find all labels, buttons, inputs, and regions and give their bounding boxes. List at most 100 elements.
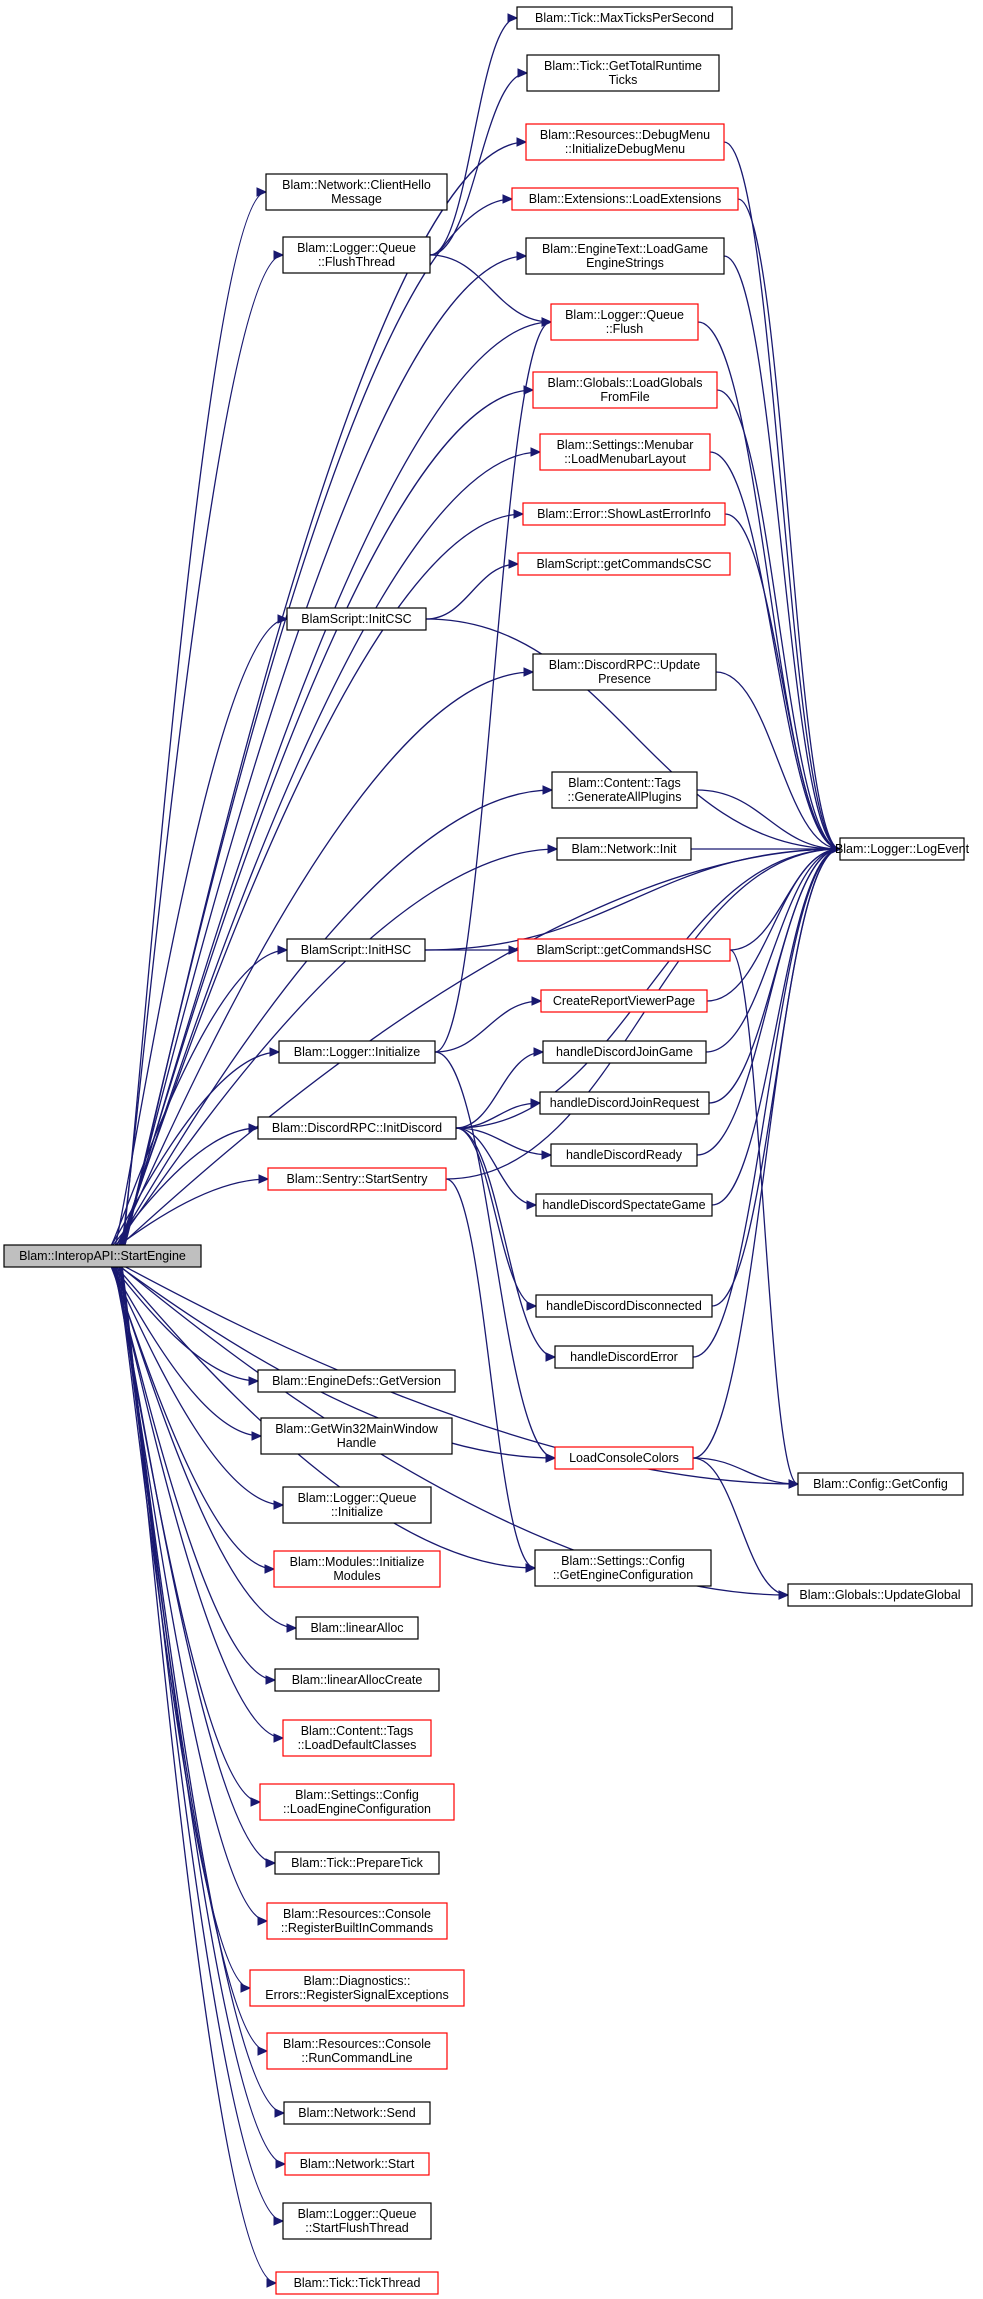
node-mtps[interactable]: Blam::Tick::MaxTicksPerSecond bbox=[516, 6, 733, 30]
node-lcc[interactable]: LoadConsoleColors bbox=[554, 1446, 694, 1470]
edge-icsc-logev bbox=[425, 618, 841, 850]
node-fthread-box bbox=[282, 236, 431, 274]
node-rbc-label-0: Blam::Resources::Console bbox=[283, 1907, 431, 1921]
edge-lglob-logev bbox=[716, 389, 841, 850]
node-nstart[interactable]: Blam::Network::Start bbox=[284, 2152, 430, 2176]
node-lec-label-1: ::LoadEngineConfiguration bbox=[283, 1802, 431, 1816]
node-crvp-label-0: CreateReportViewerPage bbox=[553, 994, 695, 1008]
node-hdsg[interactable]: handleDiscordSpectateGame bbox=[535, 1193, 713, 1217]
node-lac-label-0: Blam::linearAllocCreate bbox=[292, 1673, 423, 1687]
node-gecfg-label-0: Blam::Settings::Config bbox=[561, 1554, 685, 1568]
node-dupd-label-0: Blam::DiscordRPC::Update bbox=[549, 658, 700, 672]
node-menubar[interactable]: Blam::Settings::Menubar::LoadMenubarLayo… bbox=[539, 433, 711, 471]
arrowhead-start-lglob bbox=[523, 385, 535, 395]
node-flush-label-1: ::Flush bbox=[606, 322, 644, 336]
node-rbc[interactable]: Blam::Resources::Console::RegisterBuiltI… bbox=[266, 1902, 448, 1940]
node-rse[interactable]: Blam::Diagnostics::Errors::RegisterSigna… bbox=[249, 1969, 465, 2007]
node-slei-box bbox=[522, 502, 726, 526]
arrowhead-start-icsc bbox=[277, 614, 289, 624]
arrowhead-start-lac bbox=[265, 1675, 277, 1685]
node-qinit[interactable]: Blam::Logger::Queue::Initialize bbox=[282, 1486, 432, 1524]
node-w32-label-1: Handle bbox=[337, 1436, 377, 1450]
node-ugl[interactable]: Blam::Globals::UpdateGlobal bbox=[787, 1583, 973, 1607]
node-gecfg-box bbox=[534, 1549, 712, 1587]
node-gcfg[interactable]: Blam::Config::GetConfig bbox=[797, 1472, 964, 1496]
node-fthread[interactable]: Blam::Logger::Queue::FlushThread bbox=[282, 236, 431, 274]
node-hdr[interactable]: handleDiscordReady bbox=[550, 1143, 698, 1167]
node-dinit[interactable]: Blam::DiscordRPC::InitDiscord bbox=[257, 1116, 457, 1140]
node-gccsc[interactable]: BlamScript::getCommandsCSC bbox=[517, 552, 731, 576]
node-rbc-box bbox=[266, 1902, 448, 1940]
node-hde[interactable]: handleDiscordError bbox=[554, 1345, 694, 1369]
node-hdd[interactable]: handleDiscordDisconnected bbox=[535, 1294, 713, 1318]
node-gap[interactable]: Blam::Content::Tags::GenerateAllPlugins bbox=[551, 771, 698, 809]
node-lec[interactable]: Blam::Settings::Config::LoadEngineConfig… bbox=[259, 1783, 455, 1821]
arrowhead-sentry-gecfg bbox=[525, 1563, 537, 1573]
node-logev[interactable]: Blam::Logger::LogEvent bbox=[835, 837, 970, 861]
node-flush[interactable]: Blam::Logger::Queue::Flush bbox=[550, 303, 699, 341]
node-icsc[interactable]: BlamScript::InitCSC bbox=[286, 607, 427, 631]
node-lges-label-1: EngineStrings bbox=[586, 256, 664, 270]
arrowhead-lcc-gcfg bbox=[788, 1479, 800, 1489]
node-ldc[interactable]: Blam::Content::Tags::LoadDefaultClasses bbox=[282, 1719, 432, 1757]
arrowhead-linit-crvp bbox=[531, 996, 543, 1006]
node-loadext[interactable]: Blam::Extensions::LoadExtensions bbox=[511, 187, 739, 211]
node-start[interactable]: Blam::InteropAPI::StartEngine bbox=[3, 1244, 202, 1268]
node-qinit-box bbox=[282, 1486, 432, 1524]
node-sft[interactable]: Blam::Logger::Queue::StartFlushThread bbox=[282, 2202, 432, 2240]
node-gver[interactable]: Blam::EngineDefs::GetVersion bbox=[257, 1369, 456, 1393]
node-rcl[interactable]: Blam::Resources::Console::RunCommandLine bbox=[266, 2032, 448, 2070]
edge-hde-logev bbox=[692, 848, 841, 1358]
node-lac[interactable]: Blam::linearAllocCreate bbox=[274, 1668, 440, 1692]
edge-hdsg-logev bbox=[711, 848, 841, 1206]
node-la[interactable]: Blam::linearAlloc bbox=[295, 1616, 419, 1640]
arrowhead-fthread-mtps bbox=[507, 13, 519, 23]
edge-hdjg-logev bbox=[705, 848, 841, 1053]
arrowhead-start-lec bbox=[250, 1797, 262, 1807]
node-gap-box bbox=[551, 771, 698, 809]
edge-slei-logev bbox=[724, 513, 841, 850]
node-hdjg-box bbox=[542, 1040, 707, 1064]
node-rse-box bbox=[249, 1969, 465, 2007]
node-hdjr[interactable]: handleDiscordJoinRequest bbox=[539, 1091, 710, 1115]
edge-start-lac bbox=[106, 1255, 276, 1681]
node-gecfg[interactable]: Blam::Settings::Config::GetEngineConfigu… bbox=[534, 1549, 712, 1587]
arrowhead-start-nstart bbox=[275, 2159, 287, 2169]
node-ldc-label-0: Blam::Content::Tags bbox=[301, 1724, 414, 1738]
node-nsend[interactable]: Blam::Network::Send bbox=[283, 2101, 431, 2125]
node-nstart-box bbox=[284, 2152, 430, 2176]
node-linit[interactable]: Blam::Logger::Initialize bbox=[278, 1040, 436, 1064]
arrowhead-start-ihsc bbox=[277, 945, 289, 955]
node-hdjg[interactable]: handleDiscordJoinGame bbox=[542, 1040, 707, 1064]
node-w32-label-0: Blam::GetWin32MainWindow bbox=[275, 1422, 439, 1436]
node-tt[interactable]: Blam::Tick::TickThread bbox=[275, 2271, 439, 2295]
node-sft-label-1: ::StartFlushThread bbox=[305, 2221, 409, 2235]
arrowhead-dinit-hdjg bbox=[533, 1047, 545, 1057]
node-ninit-label-0: Blam::Network::Init bbox=[572, 842, 677, 856]
node-dinit-box bbox=[257, 1116, 457, 1140]
node-gchsc[interactable]: BlamScript::getCommandsHSC bbox=[517, 938, 731, 962]
node-ptick[interactable]: Blam::Tick::PrepareTick bbox=[274, 1851, 440, 1875]
node-lcc-box bbox=[554, 1446, 694, 1470]
node-sentry[interactable]: Blam::Sentry::StartSentry bbox=[267, 1167, 447, 1191]
node-linit-box bbox=[278, 1040, 436, 1064]
node-ldc-label-1: ::LoadDefaultClasses bbox=[298, 1738, 417, 1752]
node-ihsc[interactable]: BlamScript::InitHSC bbox=[286, 938, 426, 962]
node-qinit-label-1: ::Initialize bbox=[331, 1505, 383, 1519]
node-dupd-box bbox=[532, 653, 717, 691]
node-slei[interactable]: Blam::Error::ShowLastErrorInfo bbox=[522, 502, 726, 526]
edge-dinit-logev bbox=[455, 848, 841, 1129]
node-crvp[interactable]: CreateReportViewerPage bbox=[540, 989, 708, 1013]
node-lglob-label-0: Blam::Globals::LoadGlobals bbox=[548, 376, 703, 390]
node-dbgmenu[interactable]: Blam::Resources::DebugMenu::InitializeDe… bbox=[525, 123, 725, 161]
arrowhead-dinit-hdr bbox=[541, 1150, 553, 1160]
node-ninit[interactable]: Blam::Network::Init bbox=[556, 837, 692, 861]
node-ninit-box bbox=[556, 837, 692, 861]
